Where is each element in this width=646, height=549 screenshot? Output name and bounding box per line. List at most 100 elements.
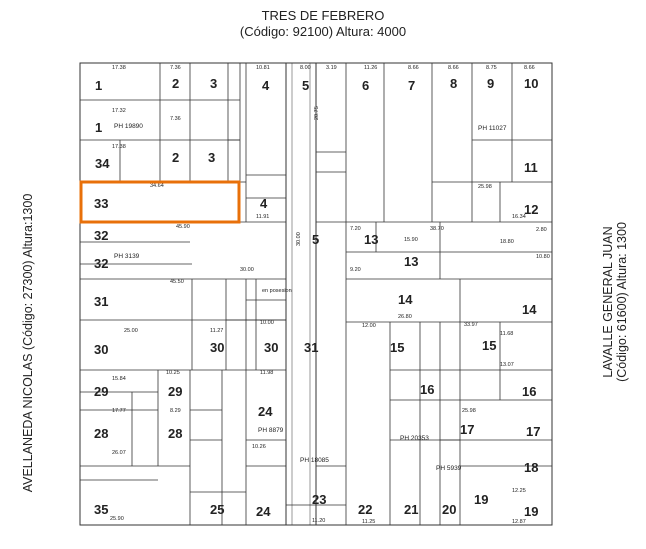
lot-number-0: 1 [95,78,102,93]
lot-number-49: 30 [264,340,278,355]
lot-number-14: 11 [524,160,538,175]
lot-number-1: 2 [172,76,179,91]
measure-37: 26.07 [112,450,126,456]
lot-number-35: 28 [168,426,182,441]
measure-40: 11.25 [362,519,375,525]
lot-number-17: 12 [524,202,538,217]
measure-33: 10.25 [166,370,180,376]
measure-42: 12.87 [512,519,526,525]
measure-34: 15.84 [112,376,126,382]
measure-26: 10.00 [260,320,274,326]
street-name-top: TRES DE FEBRERO [261,8,385,23]
lot-number-41: 25 [210,502,224,517]
ph-label-3: PH 8879 [258,427,284,434]
lot-number-39: 18 [524,460,538,475]
lot-number-30: 29 [94,384,108,399]
measure-29: 26.80 [398,314,412,320]
lot-number-15: 33 [94,196,108,211]
measure-22: 45.50 [170,279,184,285]
lot-number-50: 31 [304,340,318,355]
measure-41: 11.20 [312,518,325,524]
measure-7: 3.19 [326,65,337,71]
measure-45: 25.90 [110,516,124,522]
lot-boundaries [80,63,552,525]
measure-17: 20.75 [314,106,320,120]
measure-0: 17.38 [112,65,126,71]
measure-18: 30.00 [296,232,302,246]
lot-number-23: 31 [94,294,108,309]
measure-20: 38.70 [430,226,444,232]
lot-number-24: 14 [398,292,413,307]
lot-number-42: 24 [256,504,271,519]
lot-number-12: 2 [172,150,179,165]
ph-label-6: PH 5939 [436,465,462,472]
lot-number-27: 30 [210,340,224,355]
measure-12: 8.66 [524,65,535,71]
measure-43: 12.25 [512,488,526,494]
measure-35: 17.77 [112,408,126,414]
highlight-lot-33 [79,180,241,224]
lot-number-6: 7 [408,78,415,93]
measure-9: 8.66 [408,65,419,71]
measure-21: 18.80 [500,239,514,245]
ph-label-0: PH 19890 [114,123,143,130]
lot-number-40: 35 [94,502,108,517]
street-code-top: (Código: 92100) Altura: 4000 [239,24,407,39]
measure-30: 33.97 [464,322,478,328]
measure-16: 11.91 [256,214,269,220]
lot-number-36: 24 [258,404,273,419]
lot-number-20: 5 [312,232,319,247]
measure-1: 17.32 [112,108,126,114]
measure-24: 25.00 [124,328,138,334]
measure-38: 25.98 [462,408,476,414]
lot-number-37: 17 [460,422,474,437]
measure-27: 11.98 [260,370,273,376]
lot-number-46: 20 [442,502,456,517]
ph-label-1: PH 11027 [478,125,507,132]
measure-44: 16.34 [512,214,526,220]
ph-label-5: PH 20353 [400,435,429,442]
lot-number-13: 3 [208,150,215,165]
lot-number-2: 3 [210,76,217,91]
lot-number-38: 17 [526,424,540,439]
lot-number-8: 9 [487,76,494,91]
measure-8: 11.26 [364,65,377,71]
measure-11: 8.75 [486,65,497,71]
lot-number-47: 19 [474,492,488,507]
lot-number-21: 13 [404,254,418,269]
lot-number-7: 8 [450,76,457,91]
lot-number-10: 1 [95,120,102,135]
measure-32: 13.07 [500,362,514,368]
ph-label-2: PH 3139 [114,253,140,260]
lot-number-25: 14 [522,302,537,317]
block-outline [79,62,553,526]
measure-6: 8.00 [300,65,311,71]
lot-number-26: 30 [94,342,108,357]
measure-31: 11.68 [500,331,513,337]
measure-46: 2.80 [536,227,547,233]
lot-number-18: 32 [94,228,108,243]
measure-48: 7.20 [350,226,361,232]
measure-5: 10.81 [256,65,270,71]
measure-3: 7.36 [170,65,181,71]
lot-number-28: 15 [390,340,404,355]
measure-4: 7.36 [170,116,181,122]
ph-label-4: PH 18085 [300,457,329,464]
lot-number-22: 32 [94,256,108,271]
lot-number-43: 23 [312,492,326,507]
lot-number-4: 5 [302,78,309,93]
lot-number-16: 4 [260,196,268,211]
measure-25: 11.27 [210,328,223,334]
lot-number-48: 19 [524,504,538,519]
measure-49: 9.20 [350,267,361,273]
lot-number-3: 4 [262,78,270,93]
lot-number-31: 29 [168,384,182,399]
measure-39: 10.26 [252,444,266,450]
annotation-0: en posesion [262,288,292,294]
measure-23: 30.00 [240,267,254,273]
measure-19: 15.90 [404,237,418,243]
measure-13: 25.98 [478,184,492,190]
lot-number-29: 15 [482,338,496,353]
